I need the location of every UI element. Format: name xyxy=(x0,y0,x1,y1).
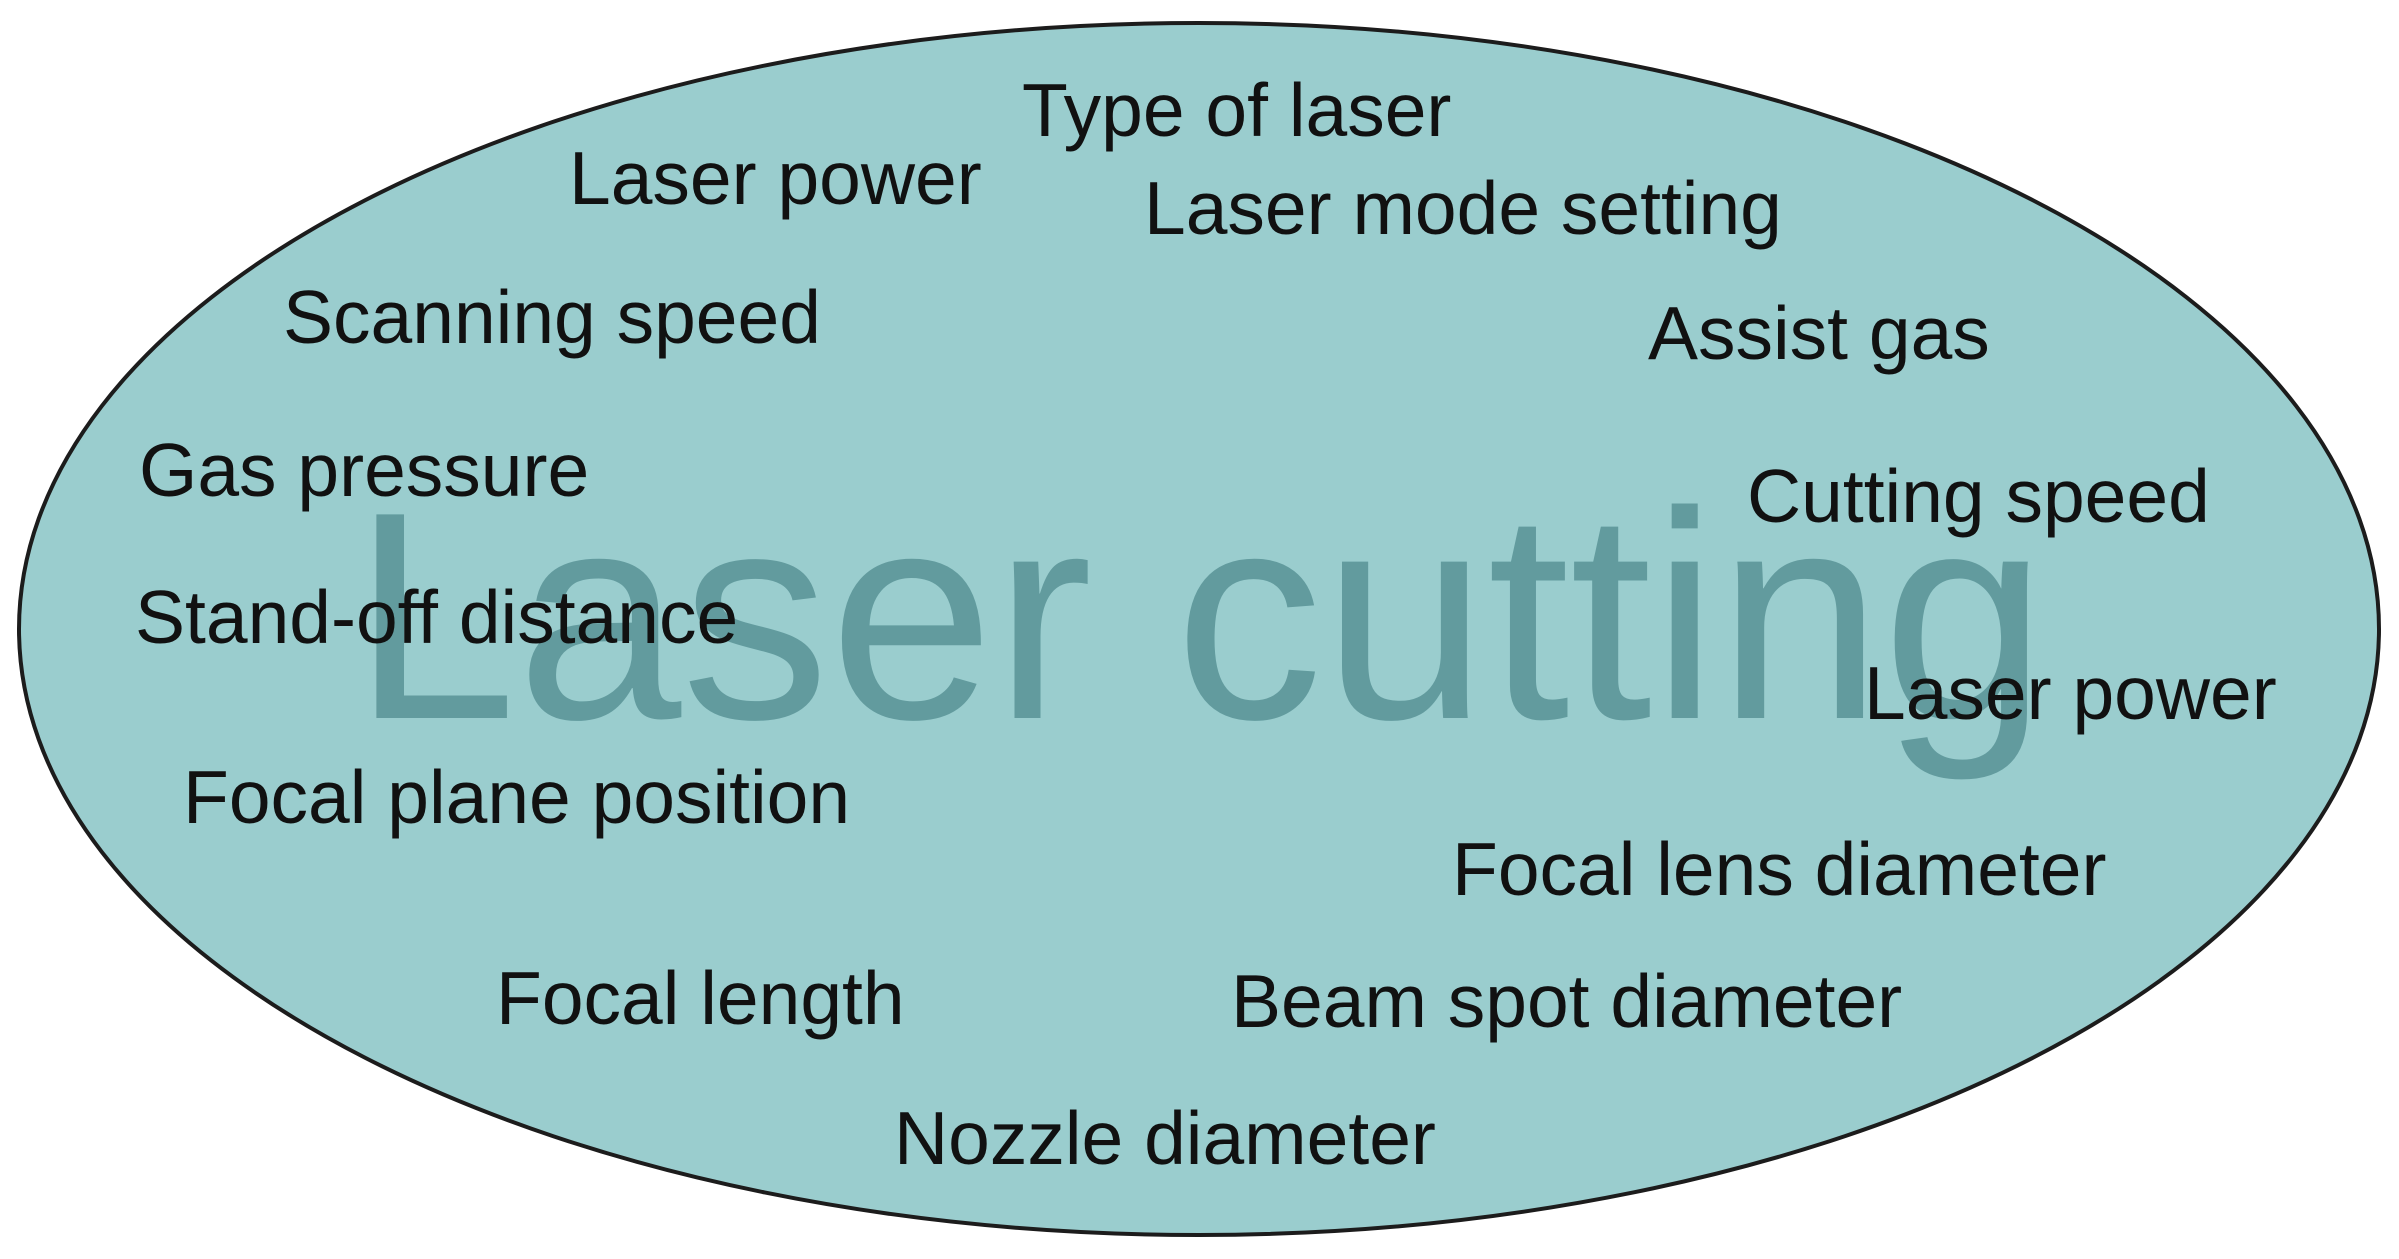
parameter-scanning-speed: Scanning speed xyxy=(283,275,821,359)
parameter-focal-lens-diameter: Focal lens diameter xyxy=(1452,827,2107,911)
parameter-beam-spot-diameter: Beam spot diameter xyxy=(1231,959,1903,1043)
parameter-type-of-laser: Type of laser xyxy=(1022,68,1452,152)
parameter-focal-length: Focal length xyxy=(496,956,905,1040)
parameter-assist-gas: Assist gas xyxy=(1648,291,1990,375)
parameter-nozzle-diameter: Nozzle diameter xyxy=(894,1096,1436,1180)
parameter-cutting-speed: Cutting speed xyxy=(1747,454,2210,538)
parameter-laser-mode-setting: Laser mode setting xyxy=(1144,166,1782,250)
parameter-gas-pressure: Gas pressure xyxy=(139,428,590,512)
parameter-laser-power-top: Laser power xyxy=(569,136,982,220)
parameter-laser-power-right: Laser power xyxy=(1864,651,2277,735)
parameter-stand-off-distance: Stand-off distance xyxy=(135,575,739,659)
parameter-focal-plane-position: Focal plane position xyxy=(183,755,851,839)
